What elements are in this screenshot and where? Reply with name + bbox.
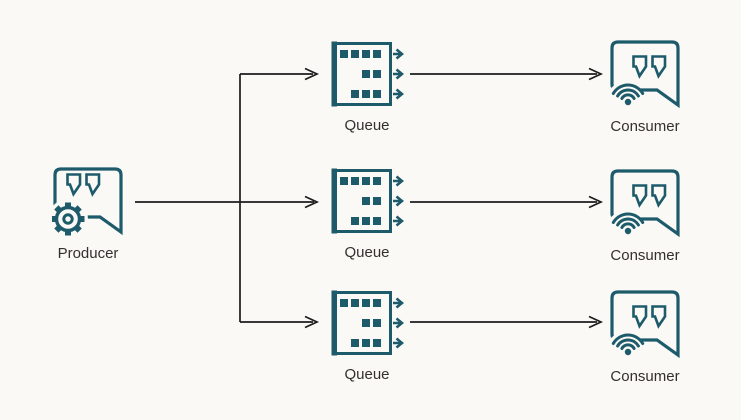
queue-label: Queue <box>344 366 390 383</box>
arrowhead <box>588 195 604 209</box>
node-queue-1: Queue <box>330 40 404 135</box>
queue-label: Queue <box>344 117 390 134</box>
node-queue-2: Queue <box>330 167 404 262</box>
message-dots <box>340 50 381 98</box>
consumer-icon <box>609 290 680 359</box>
producer-label: Producer <box>57 245 119 262</box>
node-consumer-3: Consumer <box>609 289 681 386</box>
message-dots <box>340 177 381 225</box>
wifi-icon <box>611 212 645 235</box>
queue-icon <box>331 168 404 234</box>
node-queue-3: Queue <box>330 289 404 384</box>
arrowhead <box>588 67 604 81</box>
quote-marks <box>632 305 667 329</box>
wifi-icon <box>611 83 645 106</box>
node-consumer-1: Consumer <box>609 39 681 136</box>
arrowhead <box>588 315 604 329</box>
arrowhead <box>304 315 320 329</box>
consumer-label: Consumer <box>610 247 680 264</box>
queue-out-arrows <box>393 48 404 100</box>
node-producer: Producer <box>52 166 124 263</box>
queue-out-arrows <box>393 297 404 349</box>
quote-marks <box>66 173 101 197</box>
consumer-label: Consumer <box>610 368 680 385</box>
queue-label: Queue <box>344 244 390 261</box>
consumer-icon <box>609 169 680 238</box>
queue-icon <box>331 290 404 356</box>
queue-out-arrows <box>393 175 404 227</box>
producer-icon <box>52 167 123 236</box>
message-dots <box>340 299 381 347</box>
consumer-icon <box>609 40 680 109</box>
consumer-label: Consumer <box>610 118 680 135</box>
arrowhead <box>304 67 320 81</box>
queue-icon <box>331 41 404 107</box>
quote-marks <box>632 55 667 79</box>
gear-icon <box>52 202 85 236</box>
wifi-icon <box>611 333 645 356</box>
arrowhead <box>304 195 320 209</box>
quote-marks <box>632 184 667 208</box>
node-consumer-2: Consumer <box>609 168 681 265</box>
